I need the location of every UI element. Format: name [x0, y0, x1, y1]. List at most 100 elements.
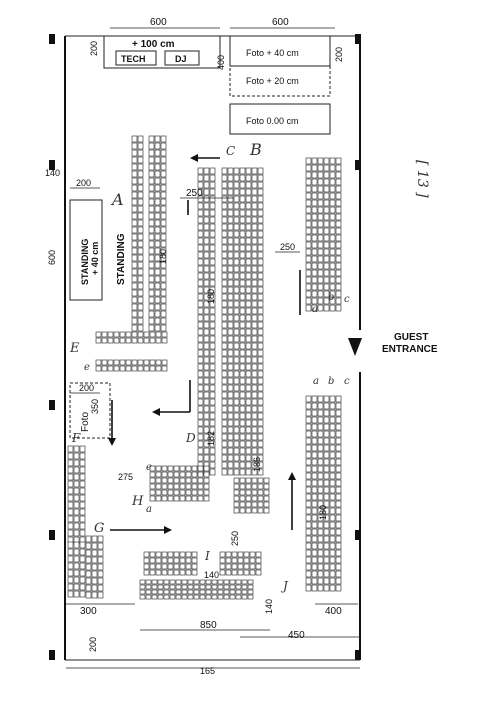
- seat: [245, 349, 252, 357]
- seat: [311, 493, 318, 501]
- seat: [335, 563, 342, 571]
- seat: [173, 569, 180, 576]
- seat: [323, 199, 330, 207]
- seat: [203, 272, 210, 280]
- seat: [73, 459, 80, 467]
- seat: [209, 447, 216, 455]
- seat: [317, 500, 324, 508]
- seat: [305, 185, 312, 193]
- seat: [221, 230, 228, 238]
- seat: [131, 261, 138, 269]
- seat: [245, 461, 252, 469]
- seat: [305, 486, 312, 494]
- seat: [67, 445, 74, 453]
- seat: [154, 247, 161, 255]
- seat: [97, 556, 104, 564]
- seat: [154, 254, 161, 262]
- seat: [148, 219, 155, 227]
- seat: [160, 198, 167, 206]
- seat: [173, 465, 180, 472]
- seat: [154, 317, 161, 325]
- seat: [181, 594, 188, 600]
- seat: [203, 419, 210, 427]
- seat: [179, 563, 186, 570]
- block-b-left: [197, 167, 216, 476]
- seat: [160, 177, 167, 185]
- seat: [323, 493, 330, 501]
- seat: [329, 423, 336, 431]
- seat: [251, 181, 258, 189]
- block-letter-d: D: [185, 431, 196, 445]
- seat: [149, 551, 156, 558]
- seat: [185, 483, 192, 490]
- dim-right-depth: 180: [318, 505, 328, 520]
- dim-block-a-depth: 180: [158, 249, 168, 264]
- seat: [335, 444, 342, 452]
- seat: [225, 551, 232, 558]
- seat: [67, 508, 74, 516]
- seat: [219, 563, 226, 570]
- seat: [329, 171, 336, 179]
- seat: [251, 174, 258, 182]
- seat: [251, 216, 258, 224]
- seat: [209, 412, 216, 420]
- seat: [154, 296, 161, 304]
- seat: [311, 528, 318, 536]
- seat: [85, 563, 92, 571]
- seat: [155, 359, 162, 366]
- seat: [251, 335, 258, 343]
- dim-block-b-depth: 180: [206, 289, 216, 304]
- row-letter-a1: a: [312, 304, 318, 315]
- seat: [203, 454, 210, 462]
- seat: [305, 416, 312, 424]
- block-letter-e: E: [69, 341, 80, 356]
- seat: [203, 293, 210, 301]
- seat: [317, 171, 324, 179]
- seat: [79, 529, 86, 537]
- seat: [203, 174, 210, 182]
- seat: [148, 324, 155, 332]
- seat: [323, 157, 330, 165]
- seat: [221, 419, 228, 427]
- seat: [317, 402, 324, 410]
- seat: [163, 579, 170, 585]
- seat: [197, 223, 204, 231]
- seat: [131, 310, 138, 318]
- seat: [175, 594, 182, 600]
- seat: [323, 255, 330, 263]
- seat: [193, 594, 200, 600]
- seat: [335, 395, 342, 403]
- seat: [239, 363, 246, 371]
- seat: [148, 282, 155, 290]
- seat: [329, 409, 336, 417]
- seat: [335, 514, 342, 522]
- seat: [79, 522, 86, 530]
- seat: [197, 384, 204, 392]
- seat: [251, 489, 258, 496]
- seat: [335, 402, 342, 410]
- seat: [323, 451, 330, 459]
- seat: [323, 269, 330, 277]
- seat: [251, 321, 258, 329]
- seat: [323, 584, 330, 592]
- seat: [251, 398, 258, 406]
- seat: [167, 557, 174, 564]
- seat: [67, 583, 74, 591]
- seat: [257, 370, 264, 378]
- seat: [209, 202, 216, 210]
- seat: [233, 405, 240, 413]
- seat: [329, 395, 336, 403]
- seat: [209, 244, 216, 252]
- seat: [85, 577, 92, 585]
- seat: [257, 188, 264, 196]
- seat: [251, 405, 258, 413]
- seat: [257, 174, 264, 182]
- seat: [221, 314, 228, 322]
- seat: [131, 317, 138, 325]
- seat: [323, 241, 330, 249]
- seat: [251, 230, 258, 238]
- seat: [251, 307, 258, 315]
- seat: [185, 477, 192, 484]
- seat: [257, 314, 264, 322]
- seat: [137, 303, 144, 311]
